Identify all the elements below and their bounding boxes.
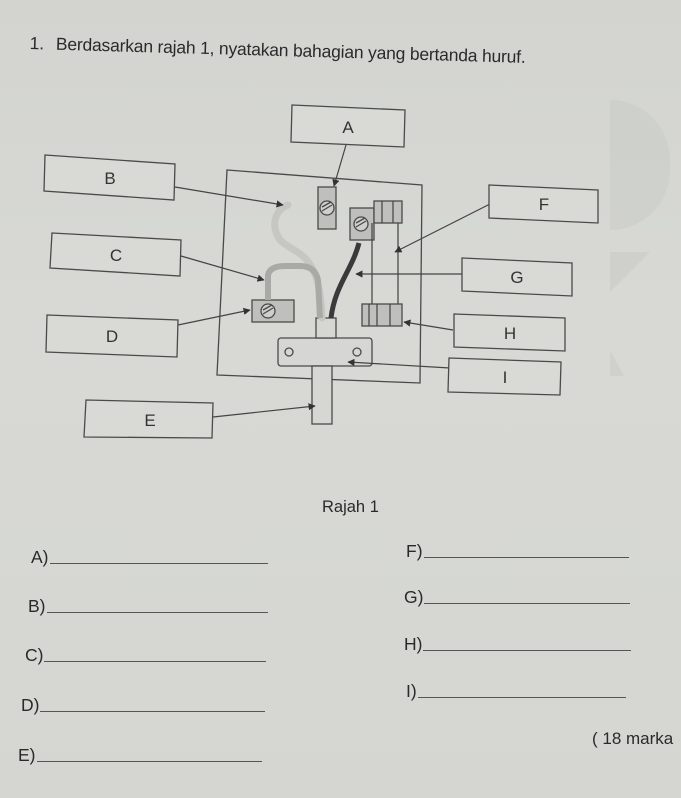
- label-f: F: [539, 195, 549, 214]
- answer-label: E): [18, 745, 36, 765]
- label-b: B: [104, 169, 115, 188]
- marks-allocation: ( 18 marka: [592, 729, 674, 748]
- answer-label: C): [25, 645, 44, 665]
- live-wire: [328, 242, 362, 319]
- answer-blank[interactable]: [49, 563, 268, 564]
- answer-i: I): [406, 681, 626, 702]
- answer-label: F): [406, 541, 423, 561]
- base-plate: [216, 169, 423, 384]
- rajah-1-diagram: A B C D E F G H I: [43, 104, 599, 439]
- label-box-i: [447, 357, 562, 396]
- answer-blank[interactable]: [423, 650, 632, 651]
- answer-blank[interactable]: [40, 711, 266, 712]
- label-d: D: [106, 327, 118, 346]
- label-box-f: [488, 184, 599, 224]
- answer-e: E): [18, 745, 262, 766]
- label-a: A: [342, 118, 354, 137]
- answer-a: A): [31, 547, 268, 568]
- label-box-g: [461, 257, 573, 297]
- answer-blank[interactable]: [36, 761, 262, 762]
- answer-label: B): [28, 596, 46, 616]
- answer-b: B): [28, 596, 268, 617]
- answer-blank[interactable]: [417, 697, 626, 698]
- answer-d: D): [21, 695, 266, 716]
- label-box-c: [49, 232, 182, 277]
- label-h: H: [504, 324, 516, 343]
- label-g: G: [510, 268, 523, 287]
- answer-c: C): [25, 645, 267, 666]
- label-box-h: [453, 313, 566, 352]
- answer-blank[interactable]: [424, 603, 631, 604]
- answer-label: I): [406, 681, 417, 701]
- label-e: E: [144, 411, 155, 430]
- answer-label: H): [404, 634, 423, 654]
- answer-label: D): [21, 695, 40, 715]
- answer-g: G): [404, 587, 631, 608]
- label-c: C: [110, 246, 122, 265]
- answer-blank[interactable]: [423, 557, 629, 558]
- answer-blank[interactable]: [46, 612, 268, 613]
- label-box-d: [45, 314, 179, 358]
- neutral-wire: [265, 263, 323, 319]
- label-i: I: [503, 368, 508, 387]
- figure-caption: Rajah 1: [322, 498, 379, 516]
- answer-blank[interactable]: [44, 661, 267, 662]
- answer-h: H): [404, 634, 632, 655]
- label-box-e: [83, 399, 214, 439]
- answer-label: A): [31, 547, 49, 567]
- label-box-a: [290, 104, 406, 148]
- label-box-b: [43, 154, 176, 201]
- answer-f: F): [406, 541, 629, 562]
- answer-label: G): [404, 587, 424, 607]
